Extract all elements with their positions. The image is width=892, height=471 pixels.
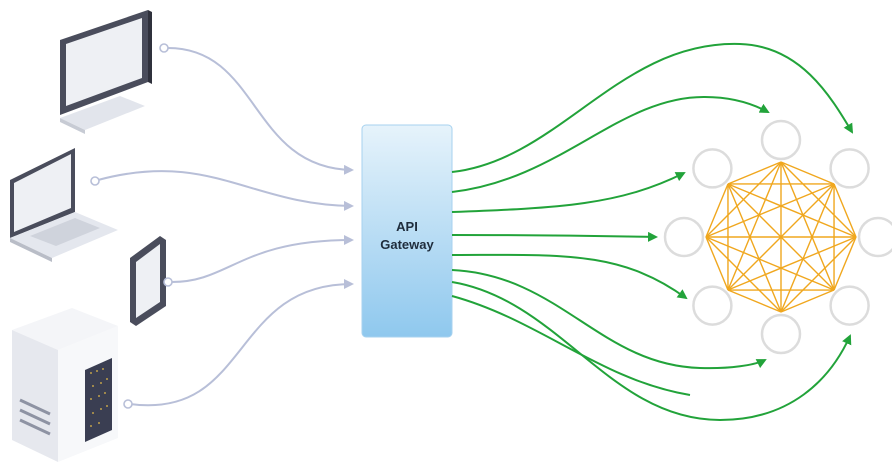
arrow-to-node-lower-left bbox=[451, 253, 688, 300]
mesh-link bbox=[833, 236, 857, 291]
mesh-link bbox=[727, 236, 857, 291]
arrow-to-node-left bbox=[451, 231, 658, 242]
arrow-to-node-top bbox=[451, 95, 770, 193]
desktop-monitor-icon bbox=[60, 10, 152, 134]
mesh-link bbox=[833, 183, 857, 238]
api-gateway-label: API Gateway bbox=[362, 218, 452, 254]
mesh-link bbox=[780, 236, 857, 313]
connector-server bbox=[129, 279, 354, 407]
service-arrows bbox=[451, 42, 854, 422]
arrow-to-node-bottom-right bbox=[451, 281, 852, 422]
connector-laptop bbox=[97, 170, 354, 211]
mesh-link bbox=[780, 289, 835, 313]
service-mesh-lines bbox=[705, 161, 857, 313]
tablet-icon bbox=[130, 236, 166, 326]
service-node bbox=[760, 313, 802, 355]
service-node bbox=[692, 148, 733, 189]
service-node bbox=[829, 148, 870, 189]
mesh-link bbox=[727, 289, 782, 313]
server-tower-icon bbox=[12, 308, 118, 462]
service-node bbox=[857, 216, 892, 258]
arrow-to-node-bottom bbox=[451, 269, 767, 370]
mesh-link bbox=[727, 183, 835, 291]
mesh-link bbox=[705, 236, 729, 291]
connector-tablet bbox=[171, 235, 354, 283]
api-gateway-label-line2: Gateway bbox=[380, 237, 434, 252]
mesh-link bbox=[780, 161, 835, 185]
port-laptop bbox=[90, 176, 100, 186]
service-node bbox=[760, 119, 802, 161]
service-nodes bbox=[663, 119, 892, 355]
mesh-link bbox=[727, 161, 782, 185]
mesh-link bbox=[705, 183, 729, 238]
laptop-icon bbox=[10, 148, 118, 262]
connector-desktop bbox=[167, 47, 354, 175]
service-node bbox=[663, 216, 705, 258]
port-tablet bbox=[163, 277, 173, 287]
arrow-to-node-upper-left bbox=[451, 172, 686, 213]
service-node bbox=[829, 285, 870, 326]
port-desktop bbox=[159, 43, 169, 53]
mesh-link bbox=[727, 161, 782, 291]
arrow-to-node-top-right bbox=[451, 42, 854, 173]
client-connectors bbox=[97, 47, 354, 407]
connector-ports bbox=[90, 43, 173, 409]
api-gateway-label-line1: API bbox=[396, 219, 418, 234]
arrow-lower-sweep bbox=[451, 295, 691, 396]
api-gateway-box bbox=[361, 124, 453, 338]
service-node bbox=[692, 285, 733, 326]
port-server bbox=[123, 399, 133, 409]
